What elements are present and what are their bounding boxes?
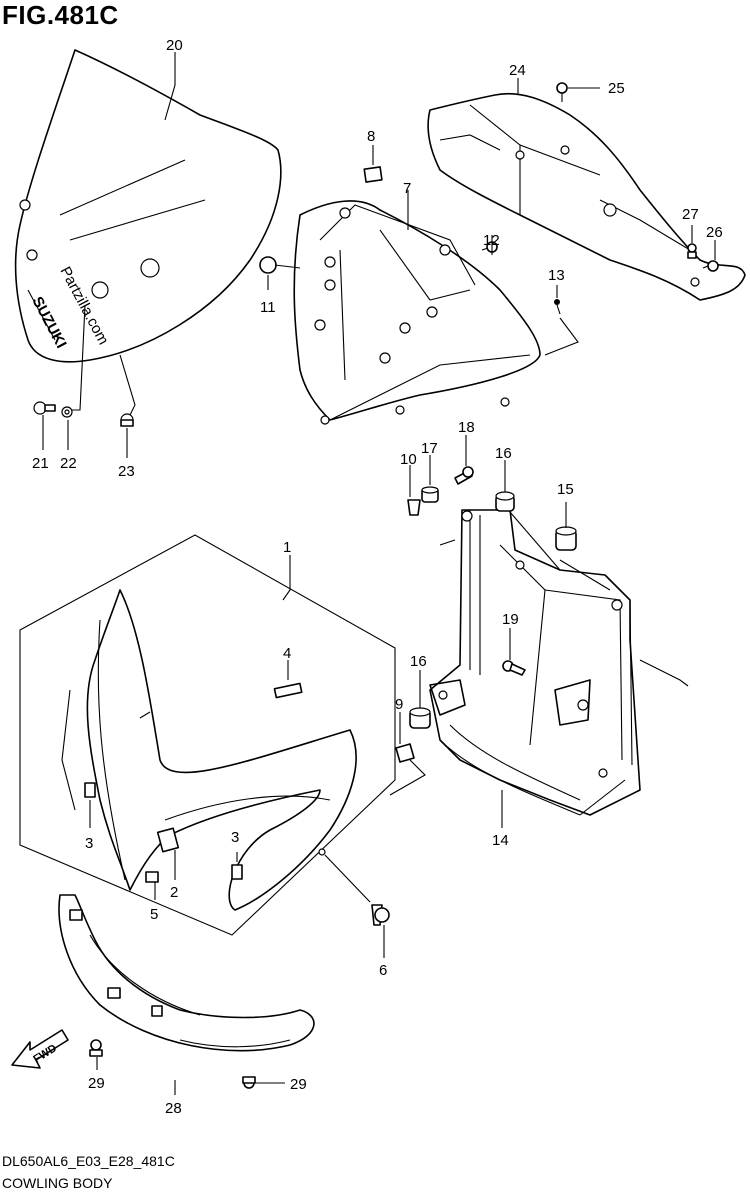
upper-bracket-part-24[interactable]: [427, 92, 746, 301]
callout-24: 24: [509, 62, 526, 79]
label-part-8[interactable]: [363, 166, 383, 183]
grommet-part-15[interactable]: [555, 526, 577, 551]
clip-part-5[interactable]: [145, 871, 159, 883]
callout-27: 27: [682, 206, 699, 223]
cowling-body-part-1[interactable]: [61, 589, 357, 911]
callout-26: 26: [706, 224, 723, 241]
callout-15: 15: [557, 481, 574, 498]
callout-6: 6: [379, 962, 387, 979]
callout-22: 22: [60, 455, 77, 472]
callout-20: 20: [166, 37, 183, 54]
windscreen-part-20[interactable]: [14, 49, 282, 363]
lower-cover-part-28[interactable]: [58, 894, 315, 1052]
callout-21: 21: [32, 455, 49, 472]
grommet-part-16a[interactable]: [495, 491, 515, 512]
screw-part-13[interactable]: [554, 299, 561, 315]
part-group-box: [19, 534, 396, 936]
nut-part-9[interactable]: [395, 743, 415, 763]
bolt-part-18[interactable]: [454, 466, 474, 485]
grommet-part-23[interactable]: [120, 413, 134, 427]
callout-17: 17: [421, 440, 438, 457]
bolt-part-19[interactable]: [502, 660, 526, 676]
callout-11: 11: [260, 299, 276, 316]
callout-18: 18: [458, 419, 475, 436]
callout-8: 8: [367, 128, 375, 145]
grommet-part-17[interactable]: [421, 486, 439, 503]
callout-2: 2: [170, 884, 178, 901]
callout-5: 5: [150, 906, 158, 923]
callout-labels: 1 2 3 3 4 5 6 7 8 9 10 11 12 13 14 15 16…: [32, 37, 723, 1117]
rivet-part-11[interactable]: [259, 256, 277, 274]
figure-code: DL650AL6_E03_E28_481C: [2, 1153, 175, 1169]
figure-title: FIG.481C: [2, 0, 119, 30]
callout-12: 12: [483, 232, 500, 249]
callout-29a: 29: [88, 1075, 105, 1092]
callout-29b: 29: [290, 1076, 307, 1093]
callout-16a: 16: [495, 445, 512, 462]
callout-4: 4: [283, 645, 291, 662]
callout-14: 14: [492, 832, 509, 849]
clip-part-29b[interactable]: [242, 1076, 256, 1089]
callout-13: 13: [548, 267, 565, 284]
clip-part-29a[interactable]: [89, 1039, 103, 1057]
callout-3b: 3: [231, 829, 239, 846]
fwd-arrow-icon: FWD: [11, 1029, 69, 1069]
callout-19: 19: [502, 611, 519, 628]
screw-part-21[interactable]: [33, 401, 56, 415]
grommet-part-16b[interactable]: [409, 707, 431, 729]
figure-name: COWLING BODY: [2, 1175, 113, 1191]
callout-16b: 16: [410, 653, 427, 670]
callout-9: 9: [395, 696, 403, 713]
callout-10: 10: [400, 451, 417, 468]
washer-part-22[interactable]: [61, 406, 73, 418]
nut-part-10[interactable]: [407, 499, 421, 516]
nut-part-27[interactable]: [687, 243, 697, 259]
callout-7: 7: [403, 180, 411, 197]
callout-3a: 3: [85, 835, 93, 852]
screw-part-26[interactable]: [702, 260, 719, 272]
screw-part-6[interactable]: [371, 904, 390, 926]
bolt-part-25[interactable]: [556, 82, 568, 102]
callout-1: 1: [283, 539, 291, 556]
callout-28: 28: [165, 1100, 182, 1117]
label-part-4[interactable]: [273, 682, 303, 699]
frame-bracket-part-14[interactable]: [429, 509, 689, 816]
inner-panel-part-7[interactable]: [293, 200, 541, 425]
callout-25: 25: [608, 80, 625, 97]
callout-23: 23: [118, 463, 135, 480]
